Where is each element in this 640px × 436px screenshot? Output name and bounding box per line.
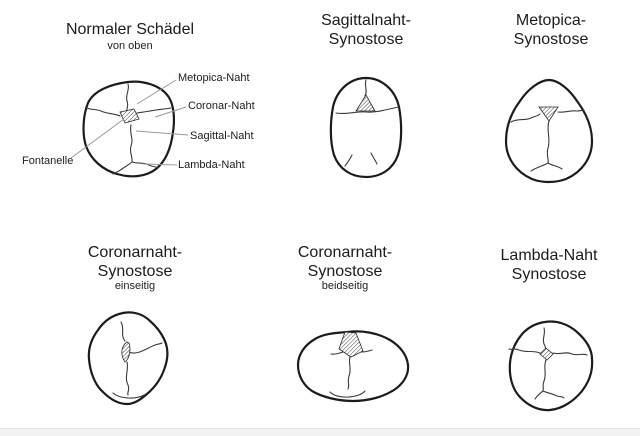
title-line-1: Coronarnaht- (87, 244, 183, 261)
left-coronal-suture-line (86, 107, 121, 117)
right-coronal-suture-line (136, 107, 172, 114)
title-line-2: Synostose (307, 262, 383, 280)
label-coronal-suture: Coronar-Naht (188, 100, 255, 112)
coronal-leader-line (154, 106, 187, 118)
title-line-1: Sagittalnaht- (321, 12, 411, 29)
lambda-suture-right-line (542, 390, 565, 399)
left-coronal-suture-line (508, 348, 541, 354)
sagittal-synostosis-drawing (329, 76, 403, 179)
title-line-1: Coronarnaht- (297, 244, 393, 261)
unilateral-coronal-synostosis-drawing (87, 311, 169, 406)
label-metopic-suture: Metopica-Naht (178, 72, 250, 84)
title-line-2: Synostose (328, 30, 404, 48)
lambda-suture-right-line (370, 152, 378, 165)
coronal-suture-line (335, 106, 400, 115)
label-lambda-suture: Lambda-Naht (178, 159, 245, 171)
frontal-suture-line (120, 321, 126, 342)
lambda-suture-right-line (131, 161, 159, 169)
lambda-leader-line (142, 163, 178, 166)
panel-title-coronal-synostosis-unilateral: Coronarnaht- Synostose (63, 244, 207, 282)
lambda-suture-left-line (530, 162, 549, 172)
fused-coronal-hatched-area (338, 331, 364, 358)
title-line-2: Synostose (511, 265, 587, 283)
skull-outline (504, 78, 594, 184)
fused-fontanelle-hatched-area (355, 94, 376, 112)
sagittal-suture-line (125, 361, 130, 396)
fontanelle-hatched-area (539, 347, 554, 361)
panel-subtitle-normal-skull: von oben (107, 40, 153, 52)
right-coronal-suture-line (557, 109, 585, 113)
bottom-edge-strip (0, 428, 640, 436)
left-coronal-stub-line (330, 351, 344, 355)
bilateral-coronal-synostosis-drawing (296, 330, 410, 403)
skull-outline (508, 320, 594, 412)
fused-coronal-hatched-area (121, 341, 131, 363)
sagittal-suture-line (129, 124, 133, 163)
lambda-suture-left-line (534, 390, 544, 400)
fused-fontanelle-hatched-area (538, 106, 559, 122)
lambda-suture-left-line (112, 161, 133, 175)
right-coronal-suture-line (128, 342, 163, 354)
right-coronal-stub-line (361, 349, 373, 353)
title-line-2: Synostose (97, 262, 173, 280)
lambda-synostosis-drawing (508, 320, 594, 412)
lambda-suture-right-line (547, 162, 563, 170)
panel-title-normal-skull: Normaler Schädel (65, 21, 195, 38)
panel-title-sagittal-synostosis: Sagittalnaht- Synostose (296, 12, 436, 50)
normal-skull-drawing (70, 79, 189, 178)
metopic-leader-line (136, 79, 177, 105)
panel-subtitle-bilateral: beidseitig (321, 280, 369, 292)
sagittal-suture-line (347, 356, 351, 390)
title-line-1: Metopica- (515, 12, 587, 29)
label-fontanelle: Fontanelle (22, 155, 74, 167)
title-line-1: Lambda-Naht (500, 247, 598, 264)
panel-subtitle-unilateral: einseitig (114, 280, 156, 292)
left-coronal-suture-line (510, 113, 541, 123)
sagittal-suture-line (542, 359, 547, 392)
panel-title-coronal-synostosis-bilateral: Coronarnaht- Synostose (273, 244, 417, 282)
skull-outline (296, 330, 410, 403)
panel-title-metopic-synostosis: Metopica- Synostose (481, 12, 621, 50)
fontanelle-leader-line (70, 118, 125, 159)
metopic-synostosis-drawing (504, 78, 594, 184)
lambda-suture-arc (112, 392, 147, 399)
sagittal-suture-line (546, 120, 550, 164)
panel-title-lambda-synostosis: Lambda-Naht Synostose (477, 247, 621, 285)
skull-outline (82, 80, 176, 178)
lambda-suture-left-line (344, 154, 353, 167)
sagittal-leader-line (135, 130, 189, 136)
title-line-2: Synostose (513, 30, 589, 48)
metopic-suture-line (126, 83, 129, 114)
right-coronal-suture-line (552, 352, 588, 356)
label-sagittal-suture: Sagittal-Naht (190, 130, 254, 142)
metopic-suture-line (364, 79, 367, 97)
lambda-suture-arc (329, 390, 366, 398)
